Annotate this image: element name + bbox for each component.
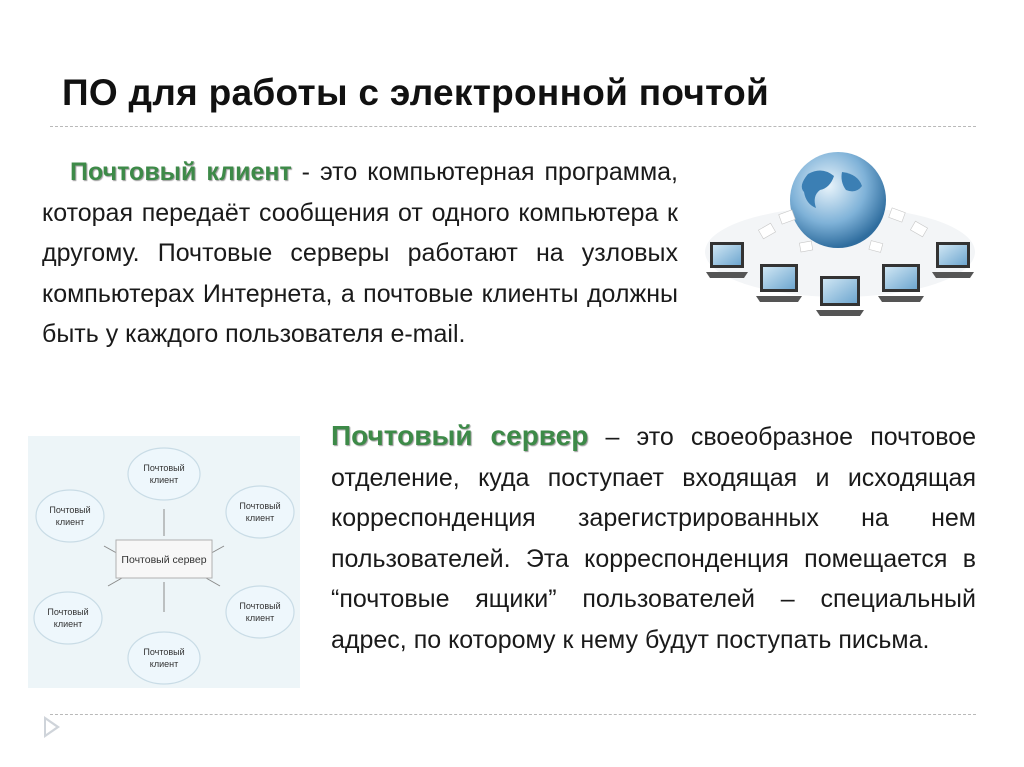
term-mail-server: Почтовый сервер (331, 420, 589, 451)
next-slide-arrow-icon[interactable] (44, 716, 60, 738)
diagram-center-box (115, 539, 213, 579)
svg-text:клиент: клиент (246, 513, 274, 523)
diagram-node-left-bottom (33, 591, 103, 645)
diagram-node-bottom (127, 631, 201, 685)
svg-text:Почтовый: Почтовый (239, 501, 280, 511)
svg-text:клиент: клиент (246, 613, 274, 623)
paragraph-mail-client-text: - это компьютерная программа, которая пе… (42, 158, 678, 348)
term-mail-client: Почтовый клиент (70, 158, 292, 186)
diagram-node-top (127, 447, 201, 501)
svg-text:Почтовый: Почтовый (47, 607, 88, 617)
mail-server-diagram: Почтовый сервер Почтовый клиент Почтовый к… (28, 436, 300, 688)
svg-text:клиент: клиент (150, 659, 178, 669)
diagram-node-left-top (35, 489, 105, 543)
globe-network-illustration (705, 152, 975, 316)
svg-text:клиент: клиент (56, 517, 84, 527)
svg-text:Почтовый: Почтовый (49, 505, 90, 515)
svg-text:клиент: клиент (150, 475, 178, 485)
title-divider (50, 126, 976, 127)
svg-text:Почтовый: Почтовый (143, 647, 184, 657)
diagram-node-right-bottom (225, 585, 295, 639)
svg-text:клиент: клиент (54, 619, 82, 629)
paragraph-mail-server: Почтовый сервер – это своеобразное почто… (331, 416, 976, 660)
slide-title: ПО для работы с электронной почтой (62, 72, 770, 113)
paragraph-mail-client: Почтовый клиент - это компьютерная прогр… (42, 152, 678, 355)
svg-text:Почтовый: Почтовый (143, 463, 184, 473)
diagram-node-right-top (225, 485, 295, 539)
svg-text:Почтовый: Почтовый (239, 601, 280, 611)
diagram-center-label: Почтовый сервер (121, 554, 206, 566)
paragraph-mail-server-text: – это своеобразное почтовое отделение, к… (331, 423, 977, 654)
footer-divider (50, 714, 976, 715)
